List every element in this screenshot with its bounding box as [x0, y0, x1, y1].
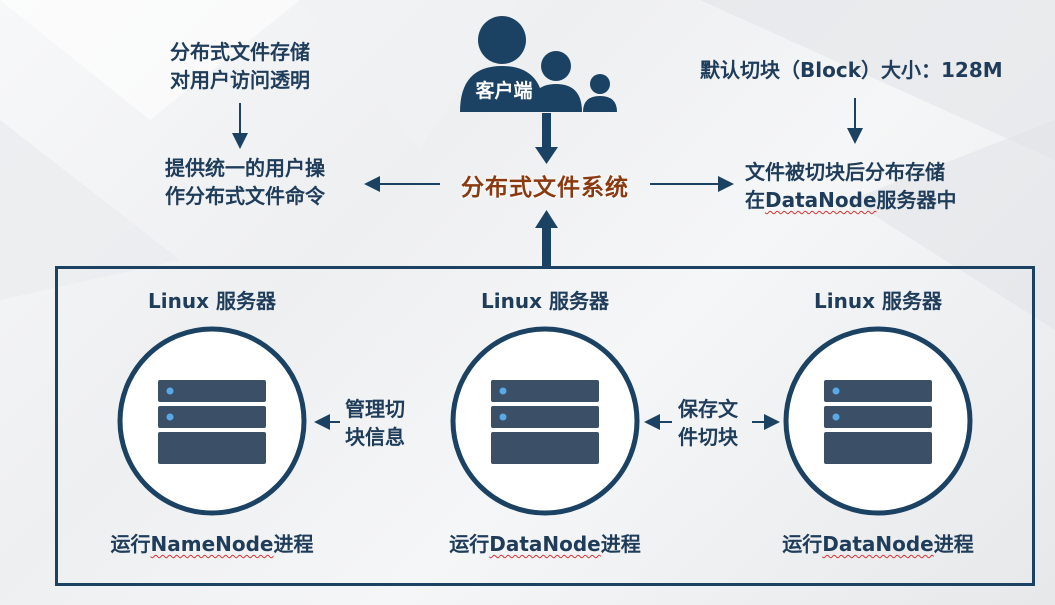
- note-line: 作分布式文件命令: [165, 184, 325, 208]
- caption-text: 进程: [933, 532, 974, 556]
- caption-text: 进程: [600, 532, 641, 556]
- note-text: 在: [745, 188, 765, 212]
- block-size-note: 默认切块（Block）大小：128M: [700, 58, 1003, 82]
- namenode-term: NameNode: [150, 532, 274, 556]
- caption-text: 运行: [110, 532, 151, 556]
- datanode-caption-2: 运行DataNode进程: [758, 530, 998, 558]
- caption-text: 运行: [782, 532, 823, 556]
- distributed-file-system-title: 分布式文件系统: [461, 175, 629, 201]
- servers-to-system-arrow: [535, 210, 558, 268]
- datanode-term: DataNode: [765, 188, 877, 212]
- datanode-term: DataNode: [822, 532, 934, 556]
- caption-text: 进程: [273, 532, 314, 556]
- server-icon-namenode: [117, 326, 307, 516]
- note-line: 文件被切块后分布存储: [745, 160, 945, 184]
- distributed-blocks-note: 文件被切块后分布存储 在DataNode服务器中: [745, 158, 995, 214]
- transparent-storage-note: 分布式文件存储 对用户访问透明: [150, 38, 330, 94]
- server-cluster-box: [55, 266, 1035, 586]
- manage-blocks-label: 管理切 块信息: [345, 395, 425, 451]
- client-label: 客户端: [475, 80, 533, 102]
- server-icon-datanode-2: [783, 326, 973, 516]
- server-icon-datanode-1: [450, 326, 640, 516]
- note-line: 提供统一的用户操: [165, 156, 325, 180]
- label-line: 块信息: [345, 425, 405, 449]
- caption-text: 运行: [449, 532, 490, 556]
- label-line: 管理切: [345, 397, 405, 421]
- label-line: 件切块: [678, 425, 738, 449]
- note-line: 对用户访问透明: [170, 68, 310, 92]
- label-line: 保存文: [678, 397, 738, 421]
- note-text: 服务器中: [876, 188, 957, 212]
- note-line: 在DataNode服务器中: [745, 186, 995, 214]
- unified-command-note: 提供统一的用户操 作分布式文件命令: [165, 154, 355, 210]
- namenode-caption: 运行NameNode进程: [92, 530, 332, 558]
- server-title-namenode: Linux 服务器: [148, 289, 276, 313]
- client-to-system-arrow: [535, 113, 558, 164]
- datanode-caption-1: 运行DataNode进程: [425, 530, 665, 558]
- server-title-datanode-2: Linux 服务器: [814, 289, 942, 313]
- note-line: 分布式文件存储: [170, 40, 310, 64]
- save-blocks-label: 保存文 件切块: [678, 395, 758, 451]
- datanode-term: DataNode: [489, 532, 601, 556]
- server-title-datanode-1: Linux 服务器: [481, 289, 609, 313]
